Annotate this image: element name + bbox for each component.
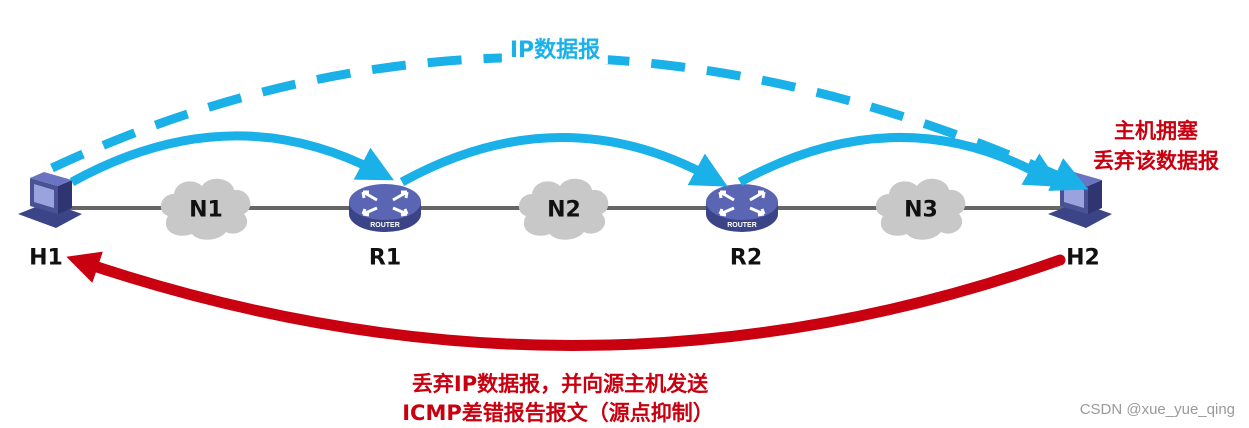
watermark: CSDN @xue_yue_qing — [1079, 401, 1235, 418]
network-n2-label: N2 — [547, 197, 581, 223]
network-n1-label: N1 — [189, 197, 223, 223]
icmp-note-line2: ICMP差错报告报文（源点抑制） — [402, 401, 714, 425]
router-r2-badge: ROUTER — [727, 222, 757, 229]
hop-arrow-r1-r2 — [399, 133, 728, 187]
router-r1-badge: ROUTER — [370, 222, 400, 229]
icmp-return-arrow — [66, 251, 1066, 351]
host-h2-label: H2 — [1066, 245, 1100, 271]
router-r1-label: R1 — [368, 245, 402, 271]
hop-arrow-h1-r1 — [69, 131, 394, 186]
icmp-note-line1: 丢弃IP数据报，并向源主机发送 — [411, 372, 709, 396]
congestion-note-line1: 主机拥塞 — [1114, 119, 1198, 143]
router-r2-label: R2 — [729, 245, 763, 271]
congestion-note-line2: 丢弃该数据报 — [1093, 149, 1219, 173]
host-h1-label: H1 — [29, 245, 63, 271]
datagram-label: IP数据报 — [501, 32, 609, 64]
network-n3-label: N3 — [904, 197, 938, 223]
datagram-dashed-arrow — [50, 52, 1089, 191]
hop-arrow-r2-h2 — [737, 133, 1062, 187]
